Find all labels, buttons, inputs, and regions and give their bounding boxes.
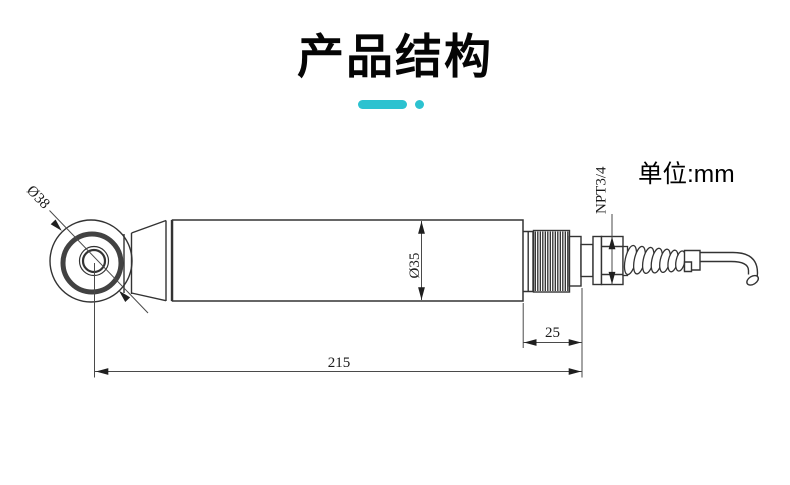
dim-head-diameter: Ø38 bbox=[23, 183, 149, 378]
cable-connector bbox=[683, 249, 701, 273]
sensor-head bbox=[49, 219, 133, 303]
title-accent-dot bbox=[415, 100, 424, 109]
dim-thread-spec: NPT3/4 bbox=[594, 166, 616, 285]
probe-body bbox=[171, 219, 524, 302]
dim-total-length-label: 215 bbox=[328, 355, 351, 371]
head-seal-ring bbox=[60, 231, 124, 295]
title-accent-underline bbox=[358, 100, 407, 109]
cable bbox=[700, 251, 760, 286]
thread-section bbox=[523, 229, 571, 293]
cable-end-cap bbox=[746, 274, 760, 286]
dim-thread-length-label: 25 bbox=[545, 325, 560, 341]
dim-body-diameter: Ø35 bbox=[407, 221, 425, 300]
gland-and-nut bbox=[568, 235, 624, 287]
dim-body-diameter-label: Ø35 bbox=[407, 253, 423, 279]
dim-thread-length: 25 bbox=[522, 288, 583, 378]
page-title: 产品结构 bbox=[297, 30, 493, 83]
thread-outline bbox=[532, 229, 571, 293]
unit-label: 单位:mm bbox=[638, 160, 735, 188]
nut-washer bbox=[592, 235, 603, 286]
gland-collar bbox=[568, 235, 582, 287]
thread-hatching bbox=[534, 231, 569, 291]
gland-neck bbox=[580, 243, 594, 278]
dim-thread-spec-label: NPT3/4 bbox=[594, 166, 610, 214]
dim-total-length: 215 bbox=[95, 355, 582, 375]
head-body-joint bbox=[123, 219, 173, 302]
thread-washer bbox=[523, 230, 534, 293]
cable-strain-relief bbox=[622, 244, 686, 277]
dim-head-diameter-label: Ø38 bbox=[23, 183, 52, 213]
